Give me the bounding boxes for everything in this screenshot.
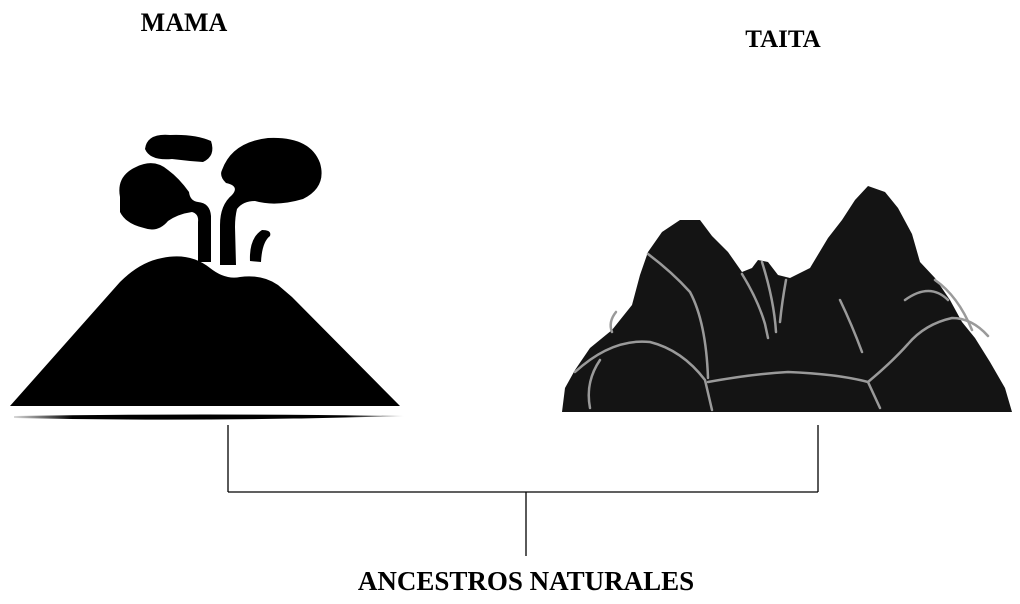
volcano-base [14,415,404,420]
smoke-cloud-right [220,138,322,265]
volcano-icon [10,135,404,420]
smoke-curl [250,230,270,262]
mountain-range-silhouette [562,186,1012,412]
smoke-cloud-left [119,163,211,262]
smoke-puff-top [145,135,212,162]
mountain-range-icon [562,186,1012,412]
tree-connector [228,425,818,556]
volcano-cone [10,256,400,406]
